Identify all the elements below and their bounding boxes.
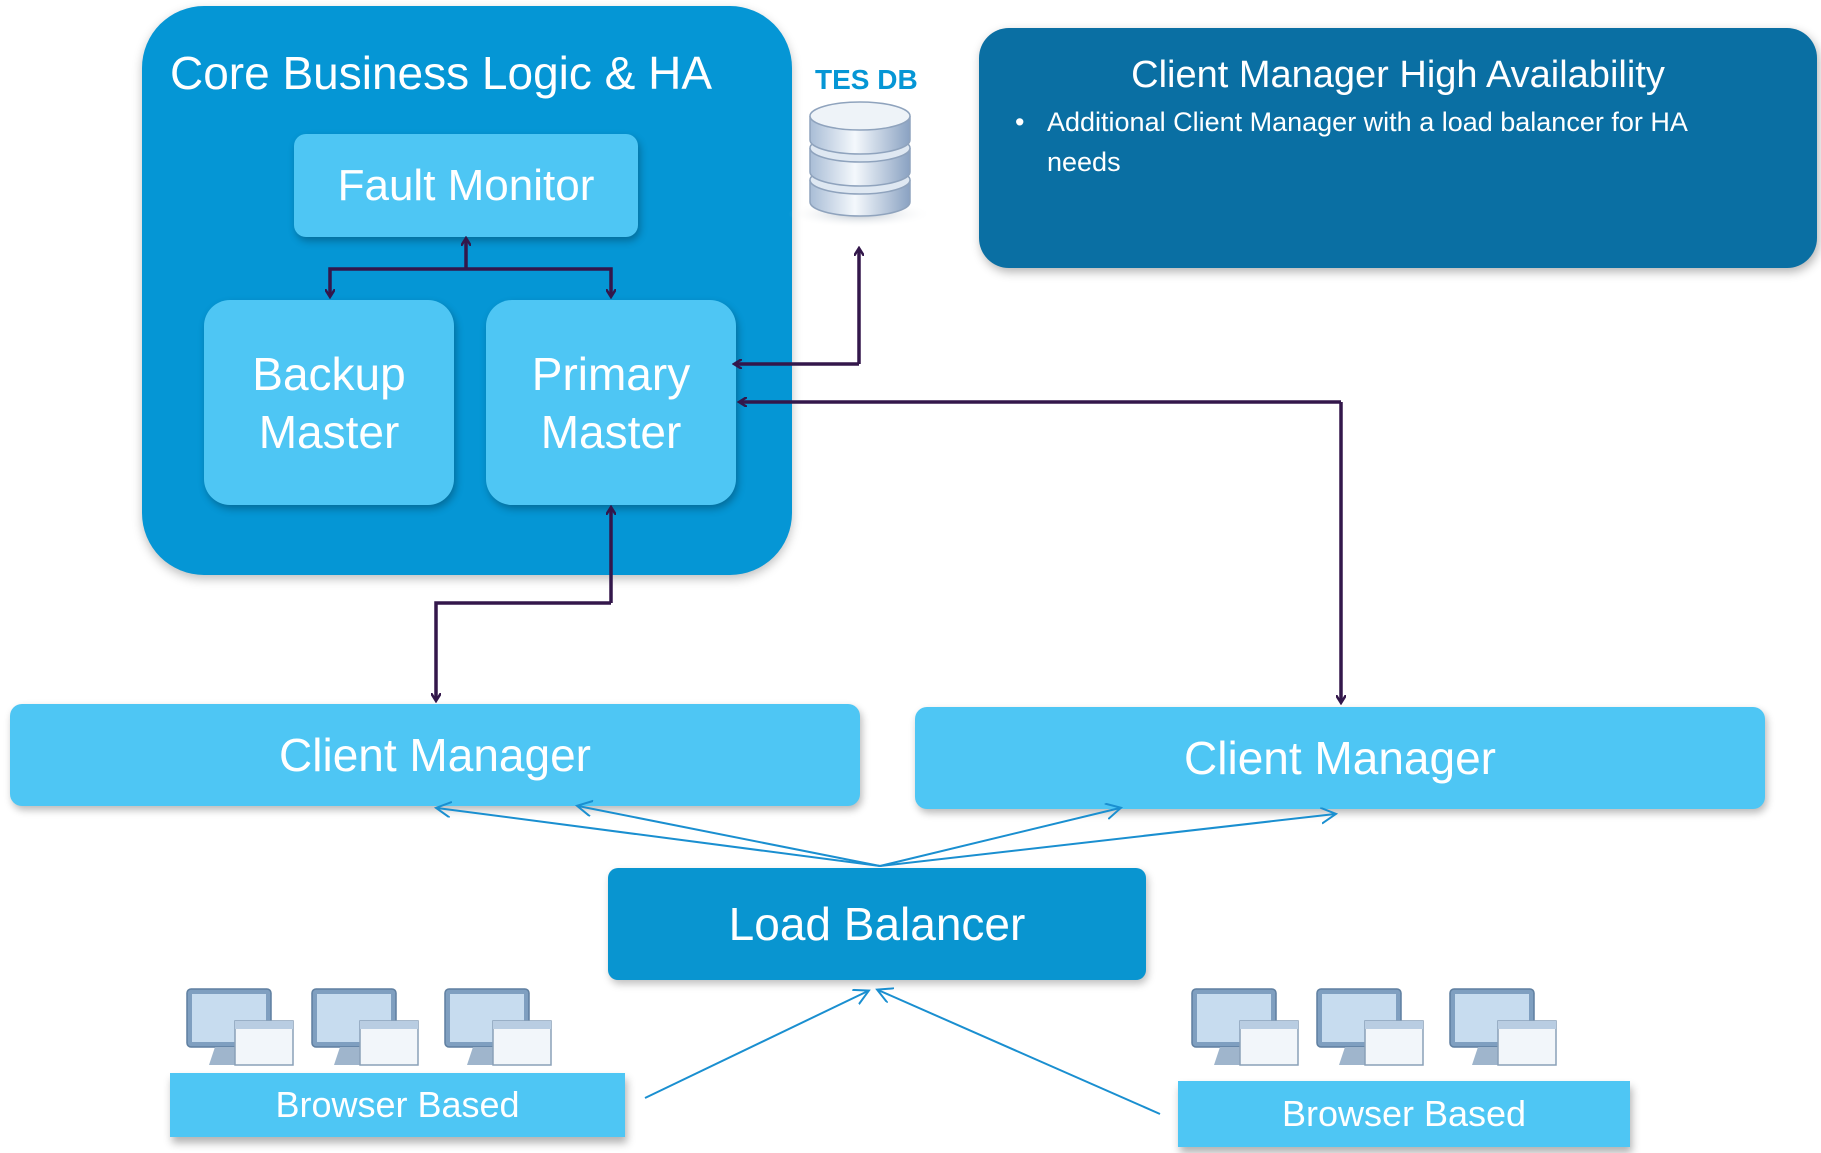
load-balancer-node: Load Balancer [608,868,1146,980]
tes-db-label: TES DB [815,64,918,95]
arrow-lb-to-cm1-a [437,808,881,867]
client-manager-left: Client Manager [10,704,860,806]
client-manager-right: Client Manager [915,707,1765,809]
primary-master-line-2: Master [540,405,682,458]
browser-based-left: Browser Based [170,1073,625,1137]
browser-based-right: Browser Based [1178,1081,1630,1147]
info-panel: Client Manager High Availability Additio… [979,28,1817,268]
arrow-lb-to-cm2-a [879,808,1120,867]
arrow-lb-to-cm2-b [879,814,1335,867]
arrow-lb-to-cm1-b [578,806,881,867]
backup-master-node: Backup Master [204,300,454,505]
arrow-browser-left-to-lb [644,991,868,1099]
database-icon [788,101,932,228]
info-bullet-list: Additional Client Manager with a load ba… [1009,102,1757,182]
info-title: Client Manager High Availability [1131,54,1665,96]
arrow-primary-to-cm-left [436,601,611,700]
core-title: Core Business Logic & HA [170,47,713,99]
info-bullet: Additional Client Manager with a load ba… [1009,102,1757,182]
backup-master-line-1: Backup [252,347,406,400]
backup-master-line-2: Master [258,405,400,458]
fault-monitor-node: Fault Monitor [294,134,638,237]
primary-master-line-1: Primary [531,347,691,400]
arrow-to-backup [330,267,466,296]
primary-master-node: Primary Master [486,300,736,505]
arrow-to-primary [466,267,611,296]
computer-monitor-icon [186,988,552,1066]
arrow-browser-right-to-lb [878,990,1161,1115]
computer-monitor-icon [1191,988,1557,1066]
